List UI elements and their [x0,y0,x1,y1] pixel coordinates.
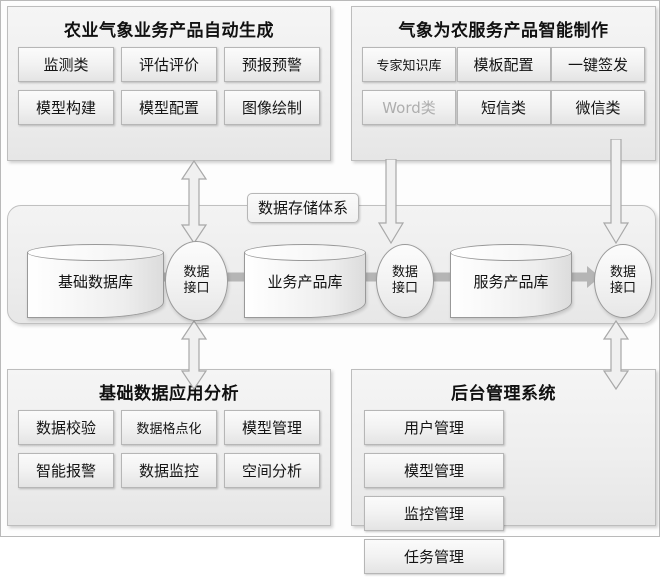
database-label-1: 基础数据库 [57,272,133,291]
database-label-2: 业务产品库 [267,272,343,291]
button-bl-6[interactable]: 空间分析 [224,453,320,488]
button-bl-4[interactable]: 智能报警 [18,453,114,488]
panel-title-bottom-right: 后台管理系统 [451,384,556,404]
button-tl-4[interactable]: 模型构建 [18,90,114,125]
button-tr-6[interactable]: 微信类 [551,90,645,125]
data-storage-label: 数据存储体系 [247,193,360,223]
interface-label-line2: 接口 [183,281,210,296]
connector-top-right-down [376,159,406,245]
button-br-4[interactable]: 任务管理 [364,539,504,574]
interface-label-line1: 数据 [183,264,210,280]
cylinder-body [450,252,572,318]
button-tl-2[interactable]: 评估评价 [121,47,217,82]
button-tr-1[interactable]: 专家知识库 [362,47,456,82]
interface-label-line1: 数据 [609,264,636,280]
cylinder-top [244,244,366,261]
button-tl-5[interactable]: 模型配置 [121,90,217,125]
panel-agri-meteorology-auto-generation: 农业气象业务产品自动生成 监测类 评估评价 预报预警 模型构建 模型配置 图像绘… [7,6,331,161]
button-bl-1[interactable]: 数据校验 [18,410,114,445]
button-grid-bottom-right: 用户管理 模型管理 监控管理 任务管理 [352,410,655,582]
panel-backend-management-system: 后台管理系统 用户管理 模型管理 监控管理 任务管理 [351,369,656,574]
button-tl-1[interactable]: 监测类 [18,47,114,82]
connector-top-right-far-down [601,139,631,245]
button-tr-2[interactable]: 模板配置 [456,47,551,82]
data-interface-2[interactable]: 数据 接口 [376,244,434,318]
cylinder-body [244,252,366,318]
cylinder-top [450,244,572,261]
button-bl-5[interactable]: 数据监控 [121,453,217,488]
button-bl-2[interactable]: 数据格点化 [121,410,217,445]
button-br-1[interactable]: 用户管理 [364,410,504,445]
button-tl-6[interactable]: 图像绘制 [224,90,320,125]
button-grid-bottom-left: 数据校验 数据格点化 模型管理 智能报警 数据监控 空间分析 [8,410,330,496]
button-tr-5[interactable]: 短信类 [456,90,551,125]
database-service-product[interactable]: 服务产品库 [450,244,572,318]
panel-title-top-right: 气象为农服务产品智能制作 [398,21,609,41]
button-br-2[interactable]: 模型管理 [364,453,504,488]
cylinder-body [27,252,164,318]
panel-title-bottom-left: 基础数据应用分析 [99,384,239,404]
button-tl-3[interactable]: 预报预警 [224,47,320,82]
connector-bottom-right-bidirectional [601,319,631,391]
button-bl-3[interactable]: 模型管理 [224,410,320,445]
panel-basic-data-application-analysis: 基础数据应用分析 数据校验 数据格点化 模型管理 智能报警 数据监控 空间分析 [7,369,331,526]
connector-top-left-bidirectional [179,159,209,245]
button-br-3[interactable]: 监控管理 [364,496,504,531]
button-grid-top-left: 监测类 评估评价 预报预警 模型构建 模型配置 图像绘制 [8,47,330,133]
database-label-3: 服务产品库 [473,272,549,291]
database-basic-data[interactable]: 基础数据库 [27,244,164,318]
panel-title-top-left: 农业气象业务产品自动生成 [64,21,274,41]
button-tr-3[interactable]: 一键签发 [551,47,645,82]
button-tr-4[interactable]: Word类 [362,90,456,125]
button-grid-top-right: 专家知识库 模板配置 一键签发 Word类 短信类 微信类 [352,47,655,133]
database-business-product[interactable]: 业务产品库 [244,244,366,318]
data-interface-1[interactable]: 数据 接口 [165,241,228,321]
interface-label-line2: 接口 [609,281,636,296]
data-interface-3[interactable]: 数据 接口 [594,244,652,318]
connector-bottom-left-bidirectional [179,319,209,391]
interface-label-line2: 接口 [391,281,418,296]
interface-label-line1: 数据 [391,264,418,280]
panel-smart-production-for-agriculture: 气象为农服务产品智能制作 专家知识库 模板配置 一键签发 Word类 短信类 微… [351,6,656,161]
cylinder-top [27,244,164,261]
